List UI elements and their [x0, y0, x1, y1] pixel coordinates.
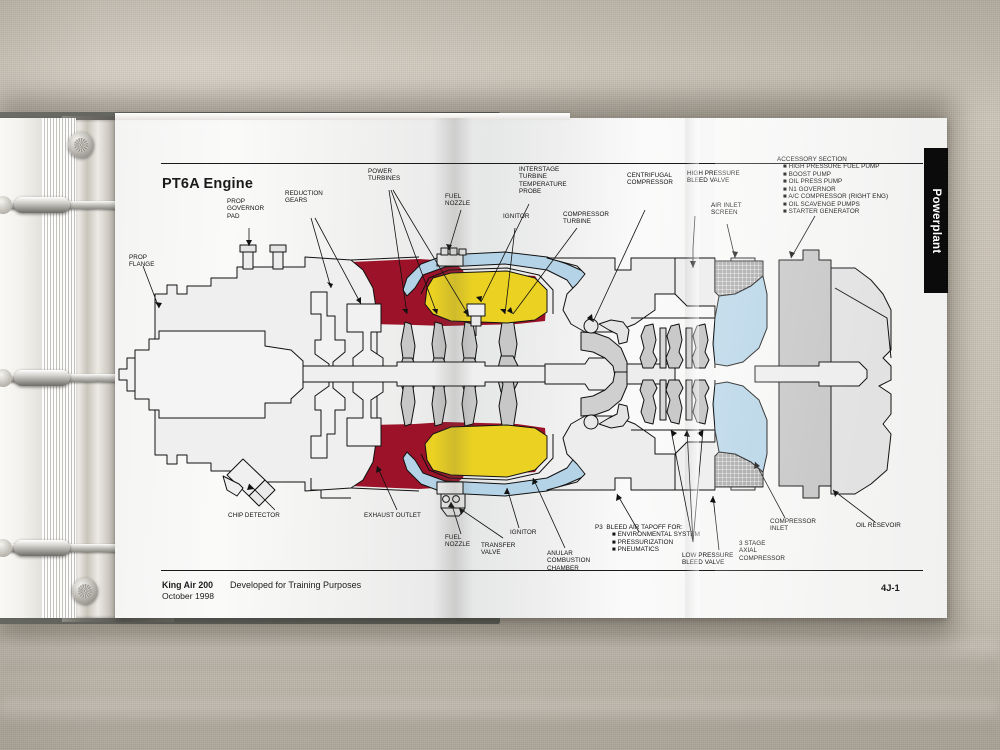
- propeller-shaft: [134, 330, 304, 419]
- label-prop-flange: PROP FLANGE: [129, 254, 155, 269]
- exhaust-outlet-stub: [310, 478, 351, 499]
- combustion-liner-outline-upper: [420, 267, 554, 314]
- page-top-edge: [115, 113, 570, 120]
- label-fuel-nozzle-top: FUEL NOZZLE: [445, 193, 470, 208]
- high-pressure-bleed-port-upper: [583, 318, 599, 334]
- section-tab-label: Powerplant: [930, 188, 942, 253]
- centrifugal-compressor-impeller-lower: [580, 371, 628, 417]
- label-oil-resevoir: OIL RESEVOIR: [856, 522, 901, 529]
- label-reduction-gears: REDUCTION GEARS: [285, 190, 323, 205]
- annular-combustion-chamber-lower: [424, 424, 548, 478]
- accessory-section-heading: ACCESSORY SECTION: [777, 156, 847, 163]
- accessory-item-2: ■ OIL PRESS PUMP: [783, 178, 843, 186]
- high-pressure-bleed-port-lower: [583, 414, 599, 430]
- label-transfer-valve: TRANSFER VALVE: [481, 542, 516, 557]
- power-turbine-shaft: [302, 361, 546, 387]
- label-exhaust-outlet: EXHAUST OUTLET: [364, 512, 421, 519]
- gearbox-lower-sump: [222, 475, 244, 497]
- label-prop-governor-pad: PROP GOVERNOR PAD: [227, 198, 265, 220]
- label-centrifugal-compressor: CENTRIFUGAL COMPRESSOR: [627, 172, 673, 187]
- label-ignitor-bottom: IGNITOR: [510, 529, 537, 536]
- accessory-item-4: ■ A/C COMPRESSOR (RIGHT ENG): [783, 193, 889, 201]
- inlet-air-flow-upper: [712, 275, 768, 367]
- bleed-air-tapoff-block: P3 BLEED AIR TAPOFF FOR: ■ ENVIRONMENTAL…: [595, 524, 700, 554]
- footer-rule: [161, 570, 923, 571]
- page-title: PT6A Engine: [162, 176, 254, 192]
- bleed-air-item-1: ■ PRESSURIZATION: [612, 538, 674, 546]
- inlet-air-flow-lower: [712, 381, 768, 473]
- label-3-stage-axial-compressor: 3 STAGE AXIAL COMPRESSOR: [739, 540, 785, 562]
- label-fuel-nozzle-bottom: FUEL NOZZLE: [445, 534, 470, 549]
- fuel-nozzle-boss-upper: [436, 247, 467, 267]
- label-power-turbines: POWER TURBINES: [368, 168, 401, 183]
- footer-date: October 1998: [162, 590, 215, 601]
- label-air-inlet-screen: AIR INLET SCREEN: [711, 202, 742, 217]
- prop-flange: [118, 357, 136, 392]
- label-compressor-inlet: COMPRESSOR INLET: [770, 518, 816, 533]
- label-ignitor-top: IGNITOR: [503, 213, 530, 220]
- pt6a-engine-cutaway-diagram: [118, 189, 892, 551]
- footer-manual-name: King Air 200: [162, 580, 214, 590]
- cloth-fold: [0, 640, 1000, 670]
- reduction-gear-first-stage: [310, 291, 346, 459]
- footer-note: Developed for Training Purposes: [230, 580, 362, 590]
- binder-rivet-bottom: [72, 578, 98, 604]
- label-compressor-turbine: COMPRESSOR TURBINE: [563, 211, 609, 226]
- section-tab-powerplant[interactable]: Powerplant: [924, 148, 948, 293]
- accessory-item-3: ■ N1 GOVERNOR: [783, 185, 836, 193]
- gas-generator-case-lower: [546, 415, 676, 491]
- prop-governor-pad-studs: [239, 244, 287, 270]
- manual-page: PT6A Engine: [115, 113, 950, 618]
- accessory-section-block: ACCESSORY SECTION ■ HIGH PRESSURE FUEL P…: [777, 156, 888, 215]
- cloth-fold: [0, 700, 1000, 730]
- header-rule: [161, 163, 923, 164]
- bleed-air-duct-upper: [598, 319, 630, 345]
- accessory-drive-shaft: [754, 361, 868, 387]
- label-interstage-probe: INTERSTAGE TURBINE TEMPERATURE PROBE: [519, 166, 567, 196]
- accessory-item-1: ■ BOOST PUMP: [783, 170, 832, 178]
- footer-manual-block: King Air 200 October 1998: [162, 580, 214, 602]
- accessory-item-6: ■ STARTER GENERATOR: [783, 207, 860, 215]
- combustion-liner-outline-lower: [420, 434, 554, 481]
- axial-compressor-stages-lower: [639, 379, 710, 425]
- footer-page-number: 4J-1: [881, 582, 900, 593]
- annular-combustion-chamber-upper: [424, 270, 548, 324]
- binder-rivet-top: [68, 132, 94, 158]
- gas-generator-case-upper: [546, 257, 676, 333]
- page-fold-crease: [685, 118, 699, 618]
- oil-reservoir-outline: [834, 287, 892, 359]
- callout-arrowheads: [155, 240, 839, 515]
- label-anular-combustion-chamber: ANULAR COMBUSTION CHAMBER: [547, 550, 591, 572]
- page-gutter-shadow: [433, 118, 473, 618]
- bleed-air-duct-lower: [598, 403, 630, 429]
- bleed-air-item-2: ■ PNEUMATICS: [612, 546, 659, 554]
- accessory-item-5: ■ OIL SCAVENGE PUMPS: [783, 200, 860, 208]
- label-chip-detector: CHIP DETECTOR: [228, 512, 280, 519]
- bleed-air-heading: P3 BLEED AIR TAPOFF FOR:: [595, 524, 683, 531]
- accessory-item-0: ■ HIGH PRESSURE FUEL PUMP: [783, 163, 880, 171]
